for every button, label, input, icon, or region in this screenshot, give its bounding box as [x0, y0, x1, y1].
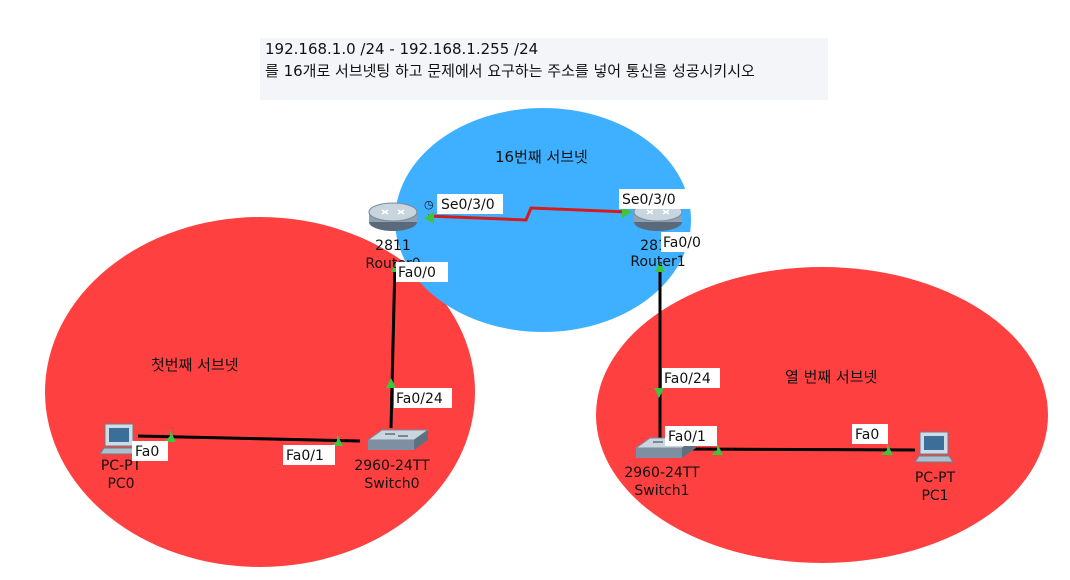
router-0[interactable] — [368, 202, 418, 231]
instruction-line-1: 192.168.1.0 /24 - 192.168.1.255 /24 — [265, 40, 539, 58]
port-label-r1-serial: Se0/3/0 — [619, 189, 697, 209]
port-label-sw1-pc: Fa0/1 — [665, 426, 717, 446]
svg-text:Fa0/0: Fa0/0 — [398, 265, 436, 281]
switch-1-name: Switch1 — [634, 483, 689, 499]
svg-text:Fa0/1: Fa0/1 — [668, 429, 706, 445]
zone-first-subnet — [45, 217, 475, 567]
zone-label-left: 첫번째 서브넷 — [151, 356, 239, 374]
pc-1[interactable] — [914, 431, 954, 463]
pc-0-name: PC0 — [107, 476, 134, 492]
link-switch0-pc0[interactable] — [137, 434, 361, 443]
port-label-pc0: Fa0 — [132, 441, 168, 461]
svg-text:Fa0/24: Fa0/24 — [396, 391, 443, 407]
pc-1-name: PC1 — [921, 488, 948, 504]
port-label-r1-fa: Fa0/0 — [661, 232, 713, 252]
svg-text:Fa0/1: Fa0/1 — [286, 448, 324, 464]
switch-0[interactable] — [366, 429, 430, 450]
pc-0[interactable] — [99, 423, 139, 455]
clock-icon: ◷ — [424, 198, 434, 211]
serial-link[interactable] — [427, 206, 629, 222]
svg-text:Se0/3/0: Se0/3/0 — [622, 192, 676, 208]
svg-text:Se0/3/0: Se0/3/0 — [441, 197, 495, 213]
router-1-name: Router1 — [630, 254, 685, 270]
switch-1-model: 2960-24TT — [624, 465, 700, 481]
instruction-note: 192.168.1.0 /24 - 192.168.1.255 /24 를 16… — [260, 38, 828, 100]
zone-label-wan: 16번째 서브넷 — [495, 148, 588, 166]
switch-0-model: 2960-24TT — [354, 458, 430, 474]
pc-1-model: PC-PT — [915, 470, 956, 486]
port-label-pc1: Fa0 — [852, 424, 888, 444]
svg-text:Fa0/0: Fa0/0 — [663, 235, 701, 251]
instruction-line-2: 를 16개로 서브넷팅 하고 문제에서 요구하는 주소를 넣어 통신을 성공시키… — [265, 62, 755, 80]
switch-0-name: Switch0 — [364, 476, 419, 492]
zone-sixteenth-subnet — [395, 108, 691, 332]
svg-text:Fa0: Fa0 — [135, 444, 159, 460]
router-0-model: 2811 — [375, 238, 411, 254]
port-label-sw0-uplink: Fa0/24 — [394, 388, 452, 408]
port-label-r0-fa: Fa0/0 — [396, 262, 448, 282]
zone-label-right: 열 번째 서브넷 — [785, 368, 877, 386]
port-label-r0-serial: ◷ Se0/3/0 — [424, 194, 503, 214]
svg-text:Fa0: Fa0 — [855, 427, 879, 443]
link-switch1-pc1[interactable] — [691, 447, 916, 452]
port-label-sw1-uplink: Fa0/24 — [662, 368, 720, 388]
link-router0-switch0[interactable] — [389, 261, 397, 429]
port-label-sw0-pc: Fa0/1 — [283, 445, 335, 465]
zone-tenth-subnet — [596, 267, 1048, 563]
svg-text:Fa0/24: Fa0/24 — [664, 371, 711, 387]
pc-0-model: PC-PT — [101, 458, 142, 474]
